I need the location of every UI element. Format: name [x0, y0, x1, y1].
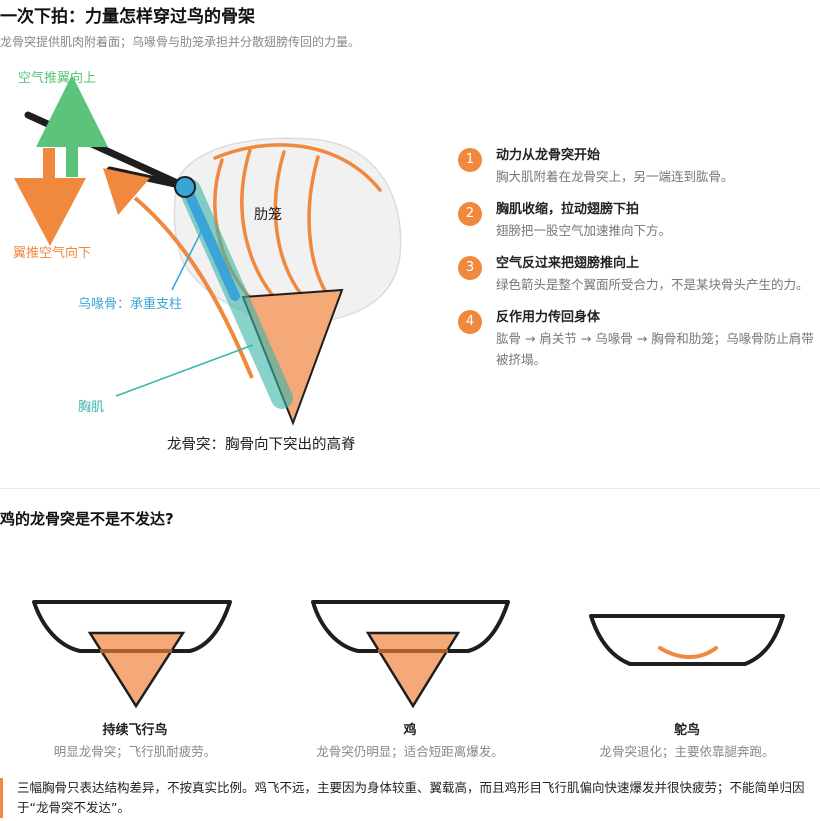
rib-cage-label: 肋笼 — [254, 206, 282, 223]
wing-push-down-label: 翼推空气向下 — [13, 245, 91, 261]
step-item: 2 胸肌收缩，拉动翅膀下拍 翅膀把一股空气加速推向下方。 — [458, 200, 820, 241]
step-heading: 动力从龙骨突开始 — [496, 148, 601, 163]
coracoid-strut — [181, 182, 240, 301]
comparison-title: 鸡的龙骨突是不是不发达? — [0, 510, 174, 528]
panel-sub: 明显龙骨突；飞行肌耐疲劳。 — [53, 744, 217, 759]
panel-name: 鸡 — [403, 723, 417, 738]
step-number: 1 — [458, 148, 482, 172]
panel-name: 鸵鸟 — [673, 723, 700, 738]
footnote: 三幅胸骨只表达结构差异，不按真实比例。鸡飞不远，主要因为身体较重、翼载高，而且鸡… — [0, 778, 814, 818]
coracoid-label: 乌喙骨：承重支柱 — [78, 296, 182, 312]
step-heading: 空气反过来把翅膀推向上 — [496, 256, 640, 271]
panel-sub: 龙骨突仍明显；适合短距离爆发。 — [316, 744, 504, 759]
step-number: 4 — [458, 310, 482, 334]
shoulder-joint — [174, 176, 196, 198]
keel-label: 龙骨突：胸骨向下突出的高脊 — [167, 436, 356, 453]
reaction-arrowhead — [103, 168, 150, 215]
step-item: 4 反作用力传回身体 肱骨 → 肩关节 → 乌喙骨 → 胸骨和肋笼；乌喙骨防止肩… — [458, 308, 820, 370]
flying-bird-sternum — [32, 600, 232, 709]
coracoid-pointer — [171, 231, 202, 291]
step-item: 3 空气反过来把翅膀推向上 绿色箭头是整个翼面所受合力，不是某块骨头产生的力。 — [458, 254, 820, 295]
step-heading: 反作用力传回身体 — [496, 310, 601, 325]
down-arrow — [14, 148, 86, 246]
step-description: 绿色箭头是整个翼面所受合力，不是某块骨头产生的力。 — [496, 277, 809, 292]
panel-sub: 龙骨突退化；主要依靠腿奔跑。 — [599, 744, 775, 759]
ostrich-sternum — [589, 614, 785, 666]
step-number: 3 — [458, 256, 482, 280]
step-description: 翅膀把一股空气加速推向下方。 — [496, 223, 672, 238]
air-push-up-label: 空气推翼向上 — [18, 70, 96, 86]
panel-caption-chicken: 鸡 龙骨突仍明显；适合短距离爆发。 — [300, 721, 520, 763]
chicken-sternum — [311, 600, 510, 709]
step-item: 1 动力从龙骨突开始 胸大肌附着在龙骨突上，另一端连到肱骨。 — [458, 146, 820, 187]
page-subtitle: 龙骨突提供肌肉附着面；乌喙骨与肋笼承担并分散翅膀传回的力量。 — [0, 35, 361, 49]
pectoral-pointer — [115, 344, 254, 397]
step-description: 胸大肌附着在龙骨突上，另一端连到肱骨。 — [496, 169, 734, 184]
step-heading: 胸肌收缩，拉动翅膀下拍 — [496, 202, 640, 217]
panel-caption-ostrich: 鸵鸟 龙骨突退化；主要依靠腿奔跑。 — [577, 721, 797, 763]
step-number: 2 — [458, 202, 482, 226]
steps-list: 1 动力从龙骨突开始 胸大肌附着在龙骨突上，另一端连到肱骨。 2 胸肌收缩，拉动… — [458, 146, 820, 383]
page-title: 一次下拍：力量怎样穿过鸟的骨架 — [0, 7, 255, 27]
pectoral-label: 胸肌 — [78, 400, 104, 415]
up-arrow — [36, 75, 108, 177]
section-divider — [0, 488, 820, 489]
sternum-comparison — [32, 600, 785, 709]
panel-name: 持续飞行鸟 — [102, 723, 168, 738]
panel-caption-flying-bird: 持续飞行鸟 明显龙骨突；飞行肌耐疲劳。 — [25, 721, 245, 763]
force-diagram: 空气推翼向上 翼推空气向下 肋笼 乌喙骨：承重支柱 胸肌 龙骨突：胸骨向下突出的… — [13, 70, 402, 453]
step-description: 肱骨 → 肩关节 → 乌喙骨 → 胸骨和肋笼；乌喙骨防止肩带被挤塌。 — [496, 331, 814, 367]
